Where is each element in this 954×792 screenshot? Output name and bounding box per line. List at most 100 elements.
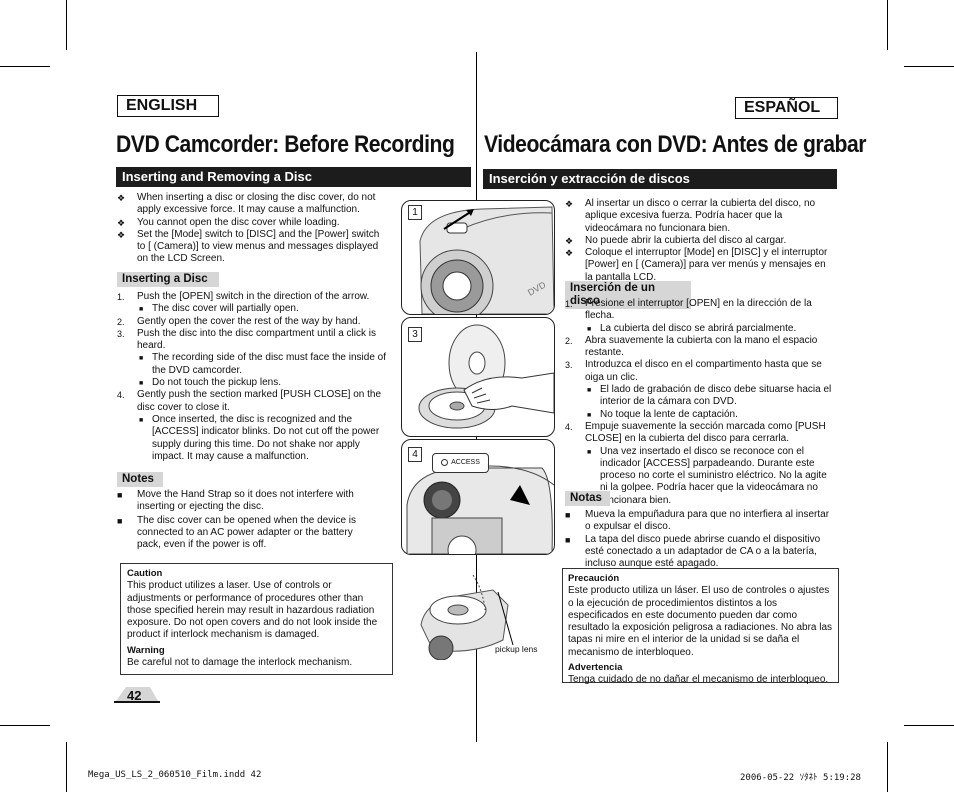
- section-heading-spanish: Inserción y extracción de discos: [483, 169, 837, 189]
- crop-mark: [66, 742, 67, 792]
- step-text: No toque la lente de captación.: [600, 408, 738, 420]
- step-subitem: ■ Once inserted, the disc is recognized a…: [117, 414, 393, 463]
- access-indicator: ACCESS: [432, 453, 489, 473]
- figure-pickup-lens: [413, 570, 523, 661]
- intro-item: ❖No puede abrir la cubierta del disco al…: [565, 234, 787, 246]
- step-text: Gently push the section marked [PUSH CLO…: [137, 389, 382, 413]
- step-text: Do not touch the pickup lens.: [152, 377, 281, 389]
- caution-box-english: Caution This product utilizes a laser. U…: [120, 563, 393, 675]
- bullet-square-icon: ■: [139, 416, 144, 424]
- footer-file-info: Mega_US_LS_2_060510_Film.indd 42: [88, 770, 262, 780]
- figure-step-3: 3: [401, 317, 555, 437]
- bullet-square-icon: ■: [139, 380, 144, 388]
- intro-item: ❖You cannot open the disc cover while lo…: [117, 216, 340, 228]
- step-subitem: ■ El lado de grabación de disco debe situ…: [565, 384, 837, 409]
- step-text: Gently open the cover the rest of the wa…: [137, 315, 361, 327]
- language-label-english: ENGLISH: [117, 95, 219, 117]
- disc-insertion-illustration: [418, 324, 554, 429]
- step-number: 3.: [117, 328, 125, 339]
- intro-item: ❖When inserting a disc or closing the di…: [117, 192, 376, 216]
- warning-title: Advertencia: [568, 662, 623, 674]
- step-subitem: ■ Una vez insertado el disco se reconoce …: [565, 446, 837, 507]
- step-text: Introduzca el disco en el compartimento …: [585, 359, 822, 383]
- step-number: 4.: [565, 421, 573, 432]
- step-text: El lado de grabación de disco debe situa…: [600, 384, 832, 408]
- step-item: 3. Introduzca el disco en el compartiment…: [565, 359, 837, 384]
- bullet-square-icon: ■: [587, 387, 592, 395]
- steps-list-spanish: 1. Presione el interruptor [OPEN] en la d…: [565, 298, 837, 507]
- figure-step-number: 1: [408, 205, 422, 220]
- section-heading-english: Inserting and Removing a Disc: [116, 167, 471, 187]
- footer-timestamp: 2006-05-22 ｿﾀﾈﾄ 5:19:28: [740, 773, 861, 783]
- notes-label-spanish: Notas: [565, 491, 610, 506]
- step-item: 1. Presione el interruptor [OPEN] en la d…: [565, 298, 837, 323]
- bullet-square-icon: ■: [587, 325, 592, 333]
- caution-box-spanish: Precaución Este producto utiliza un láse…: [562, 568, 839, 685]
- intro-item: ❖Coloque el interruptor [Mode] en [DISC]…: [565, 247, 828, 283]
- step-text: Una vez insertado el disco se reconoce c…: [600, 445, 827, 506]
- crop-mark: [66, 0, 67, 50]
- bullet-square-icon: ■: [139, 306, 144, 314]
- language-label-spanish: ESPAÑOL: [735, 97, 838, 119]
- caution-text: This product utilizes a laser. Use of co…: [127, 580, 378, 641]
- step-number: 4.: [117, 390, 125, 401]
- figure-step-number: 4: [408, 447, 422, 462]
- figure-step-1: DVD 1: [401, 200, 555, 315]
- step-number: 3.: [565, 360, 573, 371]
- step-item: 1.Push the [OPEN] switch in the directio…: [117, 291, 393, 303]
- step-subitem: ■ No toque la lente de captación.: [565, 409, 837, 421]
- pickup-lens-label: pickup lens: [495, 644, 538, 654]
- disc-cover-close-illustration: [406, 465, 554, 554]
- subheading-inserting-disc: Inserting a Disc: [117, 272, 219, 287]
- bullet-square-icon: ■: [587, 448, 592, 456]
- step-number: 1.: [565, 299, 573, 309]
- pickup-lens-illustration: [420, 574, 514, 661]
- step-number: 1.: [117, 292, 125, 302]
- step-item: 3. Push the disc into the disc compartmen…: [117, 328, 393, 353]
- warning-title: Warning: [127, 644, 165, 656]
- intro-item: ❖Al insertar un disco o cerrar la cubier…: [565, 198, 816, 234]
- note-item: ■Mueva la empuñadura para que no interfi…: [565, 509, 830, 533]
- step-text: Abra suavemente la cubierta con la mano …: [585, 334, 818, 359]
- intro-list-english: ❖When inserting a disc or closing the di…: [117, 192, 389, 266]
- intro-item: ❖Set the [Mode] switch to [DISC] and the…: [117, 228, 380, 265]
- page-number: 42: [127, 688, 142, 703]
- camcorder-open-switch-illustration: DVD: [419, 206, 554, 314]
- step-text: The recording side of the disc must face…: [152, 352, 387, 376]
- notes-list-spanish: ■Mueva la empuñadura para que no interfi…: [565, 509, 837, 570]
- step-text: La cubierta del disco se abrirá parcialm…: [600, 322, 797, 334]
- caution-title: Precaución: [568, 573, 620, 584]
- step-item: 4. Empuje suavemente la sección marcada c…: [565, 421, 837, 446]
- crop-mark: [887, 0, 888, 50]
- step-subitem: ■ La cubierta del disco se abrirá parcial…: [565, 323, 837, 335]
- page-title-english: DVD Camcorder: Before Recording: [116, 131, 455, 158]
- warning-text: Be careful not to damage the interlock m…: [127, 657, 353, 669]
- step-item: 2.Abra suavemente la cubierta con la man…: [565, 335, 837, 360]
- figure-step-4: ACCESS 4: [401, 439, 555, 555]
- subheading-insercion-disco: Inserción de un disco: [565, 281, 691, 309]
- step-text: Once inserted, the disc is recognized an…: [152, 413, 380, 462]
- crop-mark: [887, 742, 888, 792]
- page-number-badge: [114, 687, 160, 703]
- caution-text: Este producto utiliza un láser. El uso d…: [568, 585, 833, 658]
- crop-mark: [0, 725, 50, 726]
- intro-list-spanish: ❖Al insertar un disco o cerrar la cubier…: [565, 198, 835, 284]
- steps-list-english: 1.Push the [OPEN] switch in the directio…: [117, 291, 393, 463]
- step-text: Push the disc into the disc compartment …: [137, 327, 376, 352]
- step-text: Presione el interruptor [OPEN] en la dir…: [585, 298, 812, 322]
- note-item: ■The disc cover can be opened when the d…: [117, 514, 357, 551]
- step-subitem: ■ Do not touch the pickup lens.: [117, 377, 393, 389]
- step-text: Empuje suavemente la sección marcada com…: [585, 420, 826, 445]
- page-title-spanish: Videocámara con DVD: Antes de grabar: [484, 131, 867, 158]
- step-item: 2.Gently open the cover the rest of the …: [117, 316, 393, 328]
- caution-title: Caution: [127, 568, 163, 579]
- bullet-square-icon: ■: [139, 355, 144, 363]
- step-subitem: ■ The recording side of the disc must fac…: [117, 352, 393, 377]
- step-subitem: ■The disc cover will partially open.: [117, 303, 393, 315]
- crop-mark: [0, 66, 50, 67]
- notes-list-english: ■Move the Hand Strap so it does not inte…: [117, 489, 377, 551]
- figure-step-number: 3: [408, 327, 422, 342]
- note-item: ■La tapa del disco puede abrirse cuando …: [565, 533, 821, 570]
- note-item: ■Move the Hand Strap so it does not inte…: [117, 489, 354, 513]
- bullet-square-icon: ■: [587, 411, 592, 419]
